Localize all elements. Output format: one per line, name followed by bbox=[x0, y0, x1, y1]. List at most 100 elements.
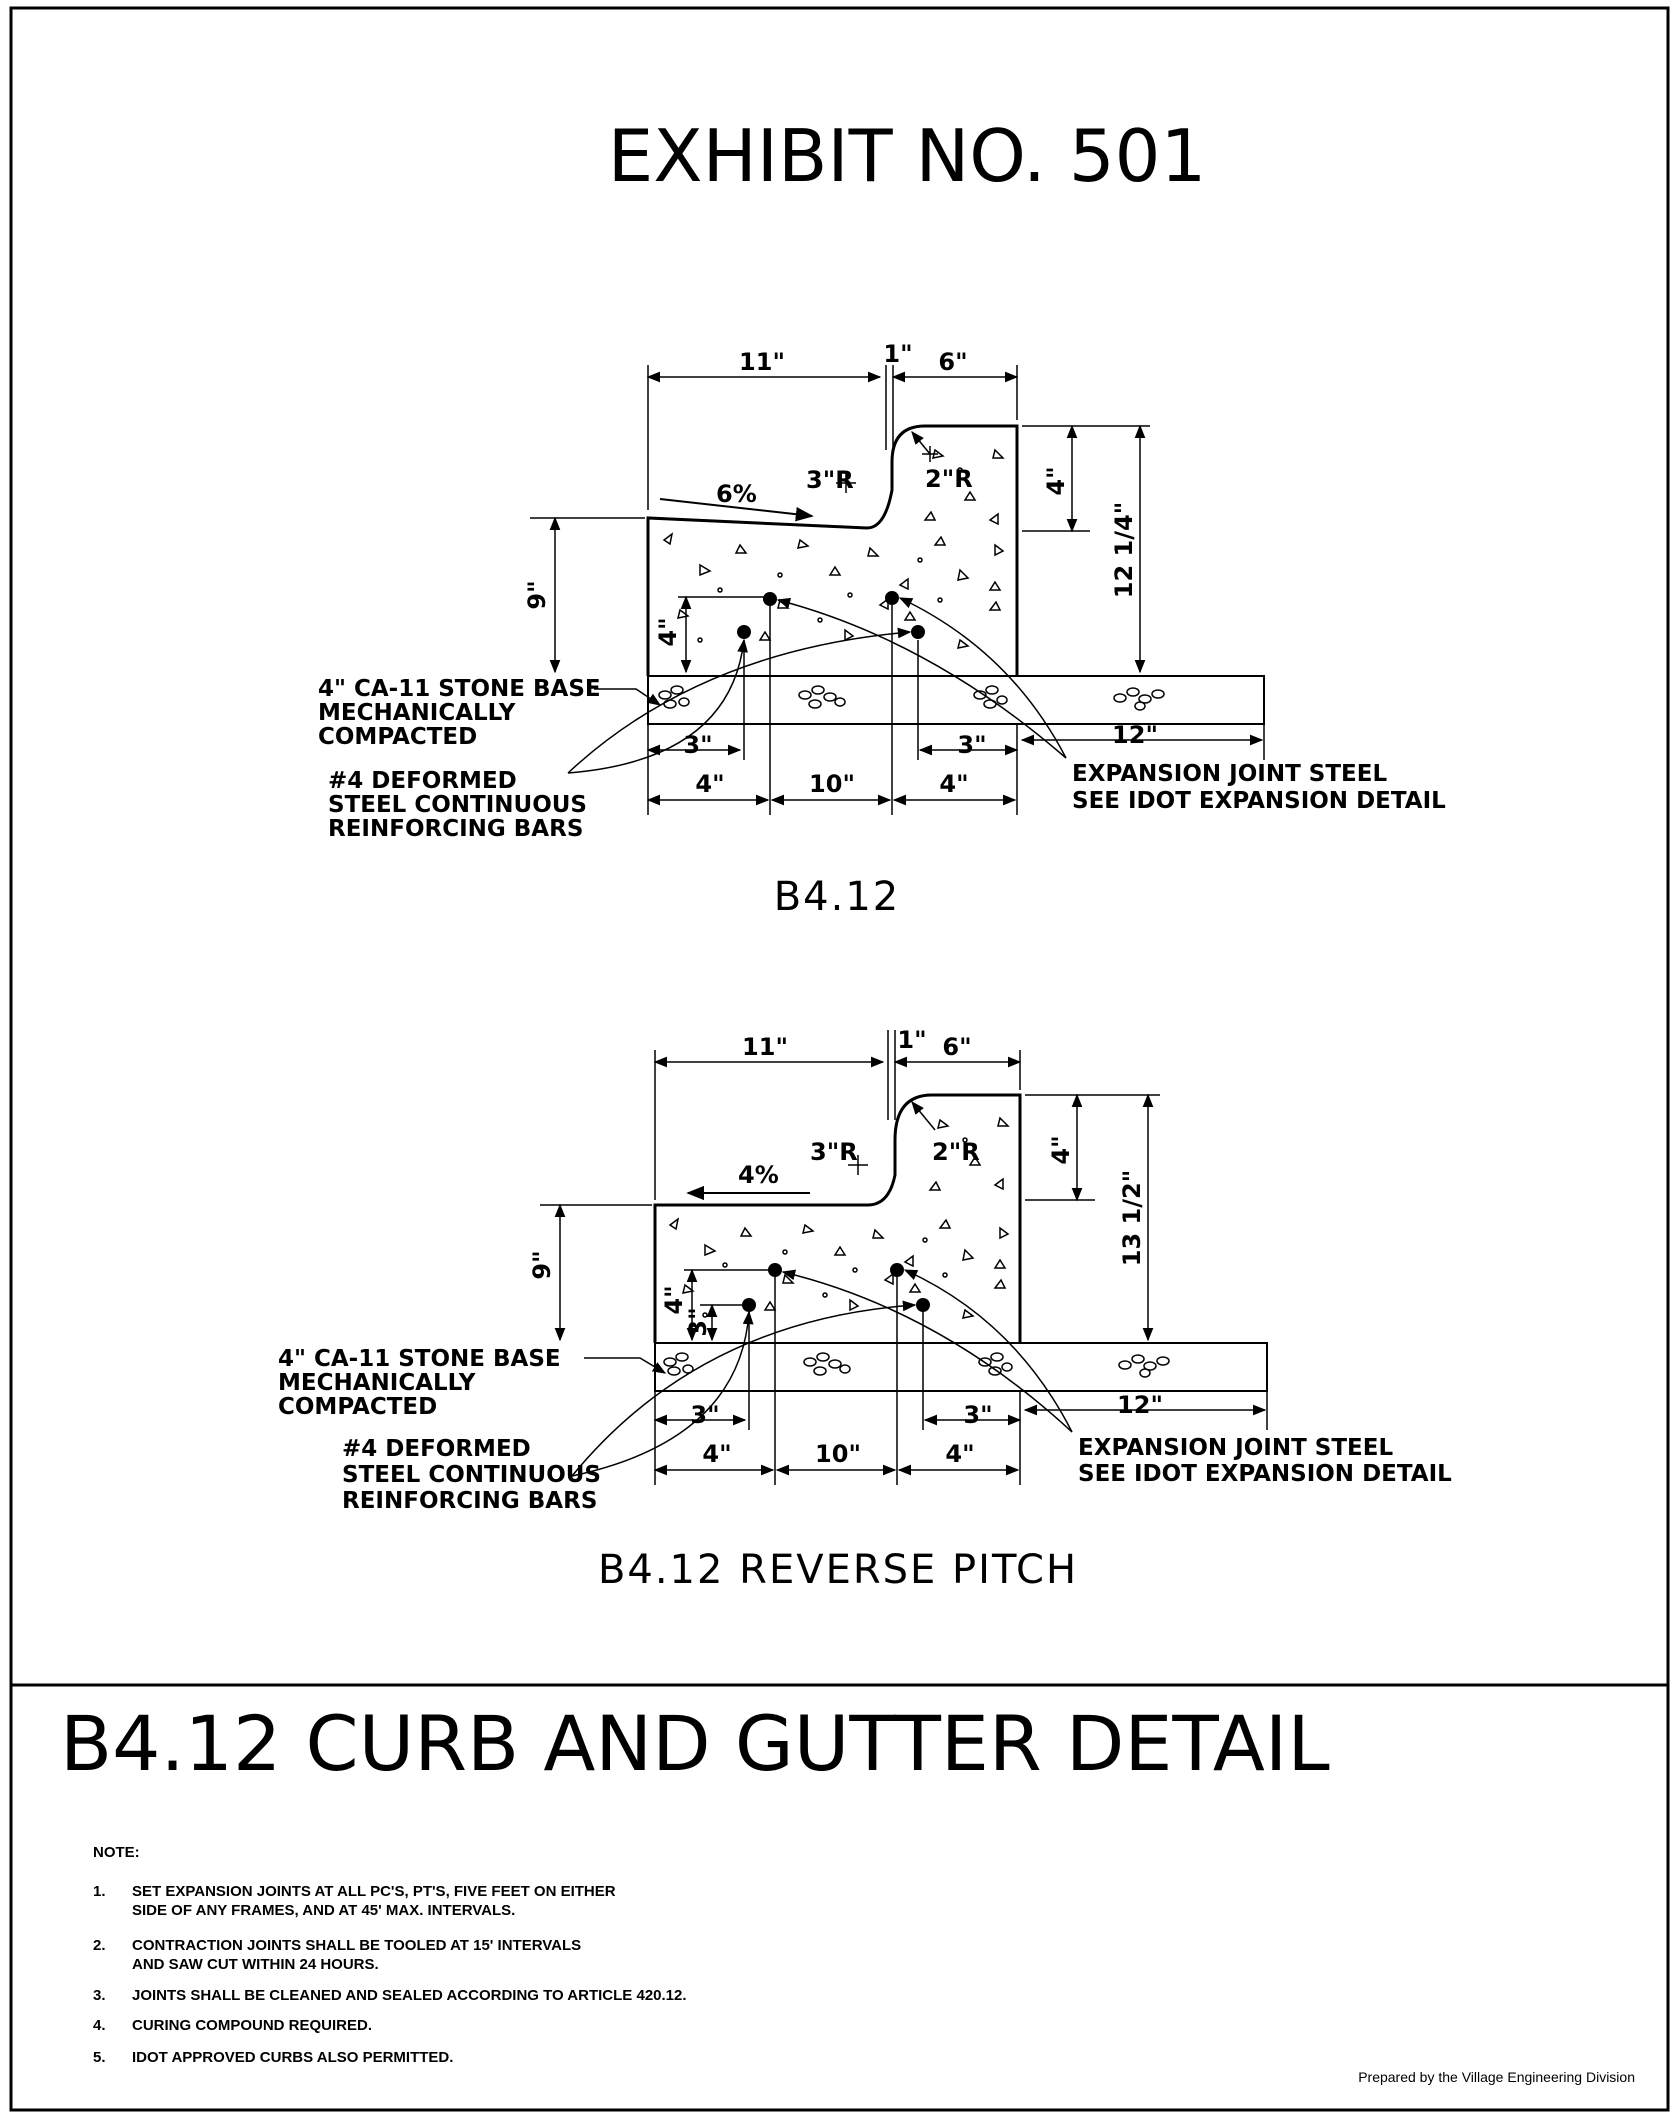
notes-block: NOTE: 1. SET EXPANSION JOINTS AT ALL PC'… bbox=[93, 1844, 687, 2066]
note-number: 5. bbox=[93, 2049, 106, 2066]
dim-left-9: 9" bbox=[528, 1250, 556, 1279]
bars-leader bbox=[571, 1310, 754, 1477]
sheet-border bbox=[9, 6, 1670, 2112]
bars-leader bbox=[567, 627, 912, 774]
dim-top-1: 1" bbox=[897, 1026, 926, 1054]
dim-bottom-3: 3" bbox=[957, 731, 986, 759]
dim-top-11: 11" bbox=[739, 348, 785, 376]
left-dimension-lines bbox=[530, 516, 765, 674]
top-dimension-lines bbox=[653, 1030, 1022, 1200]
slope-arrow bbox=[659, 498, 814, 522]
dim-top-11: 11" bbox=[742, 1033, 788, 1061]
curb-profile bbox=[646, 424, 1019, 676]
reinforcing-bars bbox=[737, 591, 925, 639]
curb-detail-b412: 6% 11" 1" 6" 3"R 2"R 4" 12 1/4" 9" 4" bbox=[318, 340, 1446, 920]
bars-label-line: STEEL CONTINUOUS bbox=[328, 792, 587, 818]
expansion-leader bbox=[776, 597, 1067, 759]
stone-base-leader bbox=[594, 688, 662, 706]
dim-right-4: 4" bbox=[1042, 466, 1070, 495]
left-dimension-lines bbox=[540, 1203, 770, 1342]
bars-label-line: REINFORCING BARS bbox=[342, 1488, 597, 1514]
stone-aggregate-marks bbox=[663, 1352, 1170, 1378]
stone-base-label-line: 4" CA-11 STONE BASE bbox=[318, 676, 601, 702]
expansion-label-line: SEE IDOT EXPANSION DETAIL bbox=[1078, 1461, 1452, 1487]
stone-base bbox=[647, 675, 1265, 725]
reinforcing-bars bbox=[742, 1263, 930, 1312]
curb-profile bbox=[653, 1093, 1022, 1343]
expansion-label-line: EXPANSION JOINT STEEL bbox=[1072, 761, 1387, 787]
stone-base bbox=[654, 1342, 1268, 1392]
dim-total-height: 13 1/2" bbox=[1118, 1170, 1146, 1266]
dim-top-6: 6" bbox=[942, 1033, 971, 1061]
bars-label-line: #4 DEFORMED bbox=[342, 1436, 531, 1462]
bars-label-line: #4 DEFORMED bbox=[328, 768, 517, 794]
dim-left-9: 9" bbox=[523, 580, 551, 609]
concrete-aggregate-marks bbox=[668, 1116, 1010, 1319]
dim-bottom-10: 10" bbox=[809, 770, 855, 798]
bars-leader bbox=[567, 638, 748, 774]
radius-center-mark bbox=[836, 473, 856, 493]
dim-bottom-10: 10" bbox=[815, 1440, 861, 1468]
detail-caption: B4.12 bbox=[774, 874, 901, 920]
dim-bottom-3: 3" bbox=[683, 731, 712, 759]
dim-bottom-3: 3" bbox=[963, 1401, 992, 1429]
slope-label: 6% bbox=[716, 480, 757, 508]
expansion-leader bbox=[781, 1269, 1073, 1433]
bars-label-line: STEEL CONTINUOUS bbox=[342, 1462, 601, 1488]
slope-label: 4% bbox=[738, 1161, 779, 1189]
stone-base-leader bbox=[584, 1357, 667, 1374]
note-number: 3. bbox=[93, 1987, 106, 2004]
right-dimension-lines bbox=[1025, 1093, 1160, 1342]
radius-center-mark bbox=[848, 1155, 868, 1175]
dim-left-3: 3" bbox=[684, 1307, 712, 1336]
top-dimension-lines bbox=[646, 365, 1019, 510]
stone-base-label-line: COMPACTED bbox=[278, 1394, 437, 1420]
dim-bottom-3: 3" bbox=[690, 1401, 719, 1429]
credit-line: Prepared by the Village Engineering Divi… bbox=[1358, 2069, 1635, 2085]
dim-radius-3: 3"R bbox=[810, 1138, 858, 1166]
expansion-label-line: SEE IDOT EXPANSION DETAIL bbox=[1072, 788, 1446, 814]
bars-label-line: REINFORCING BARS bbox=[328, 816, 583, 842]
expansion-label-line: EXPANSION JOINT STEEL bbox=[1078, 1435, 1393, 1461]
stone-base-label-line: MECHANICALLY bbox=[278, 1370, 476, 1396]
dim-left-4: 4" bbox=[660, 1285, 688, 1314]
dim-bottom-4: 4" bbox=[945, 1440, 974, 1468]
dim-total-height: 12 1/4" bbox=[1110, 502, 1138, 598]
exhibit-title: EXHIBIT NO. 501 bbox=[608, 114, 1207, 198]
note-line: JOINTS SHALL BE CLEANED AND SEALED ACCOR… bbox=[132, 1987, 687, 2004]
dim-right-4: 4" bbox=[1047, 1135, 1075, 1164]
dim-radius-2: 2"R bbox=[932, 1138, 980, 1166]
note-number: 1. bbox=[93, 1883, 106, 1900]
expansion-leader bbox=[903, 1269, 1073, 1433]
stone-base-label-line: 4" CA-11 STONE BASE bbox=[278, 1346, 561, 1372]
stone-aggregate-marks bbox=[658, 685, 1165, 711]
dim-radius-2: 2"R bbox=[925, 465, 973, 493]
dim-bottom-12: 12" bbox=[1117, 1391, 1163, 1419]
notes-heading: NOTE: bbox=[93, 1844, 140, 1861]
detail-caption: B4.12 REVERSE PITCH bbox=[598, 1547, 1078, 1593]
stone-base-label-line: COMPACTED bbox=[318, 724, 477, 750]
note-line: CURING COMPOUND REQUIRED. bbox=[132, 2017, 372, 2034]
dim-bottom-4: 4" bbox=[939, 770, 968, 798]
note-line: SET EXPANSION JOINTS AT ALL PC'S, PT'S, … bbox=[132, 1883, 616, 1900]
radius-leader bbox=[911, 430, 931, 455]
note-number: 4. bbox=[93, 2017, 106, 2034]
curb-detail-b412-reverse-pitch: 4% 11" 1" 6" 3"R 2"R 4" 13 1/2" 9" 4" 3" bbox=[278, 1026, 1452, 1593]
note-line: IDOT APPROVED CURBS ALSO PERMITTED. bbox=[132, 2049, 453, 2066]
radius-leader bbox=[911, 1100, 936, 1131]
note-line: CONTRACTION JOINTS SHALL BE TOOLED AT 15… bbox=[132, 1937, 581, 1954]
dim-top-1: 1" bbox=[883, 340, 912, 368]
sheet-title: B4.12 CURB AND GUTTER DETAIL bbox=[60, 1699, 1330, 1788]
note-line: AND SAW CUT WITHIN 24 HOURS. bbox=[132, 1956, 379, 1973]
dim-bottom-4: 4" bbox=[695, 770, 724, 798]
dim-bottom-12: 12" bbox=[1112, 721, 1158, 749]
dim-bottom-4: 4" bbox=[702, 1440, 731, 1468]
bars-leader bbox=[571, 1300, 917, 1477]
right-dimension-lines bbox=[1022, 424, 1150, 674]
note-number: 2. bbox=[93, 1937, 106, 1954]
note-line: SIDE OF ANY FRAMES, AND AT 45' MAX. INTE… bbox=[132, 1902, 515, 1919]
stone-base-label-line: MECHANICALLY bbox=[318, 700, 516, 726]
dim-top-6: 6" bbox=[938, 348, 967, 376]
dim-left-4: 4" bbox=[654, 617, 682, 646]
